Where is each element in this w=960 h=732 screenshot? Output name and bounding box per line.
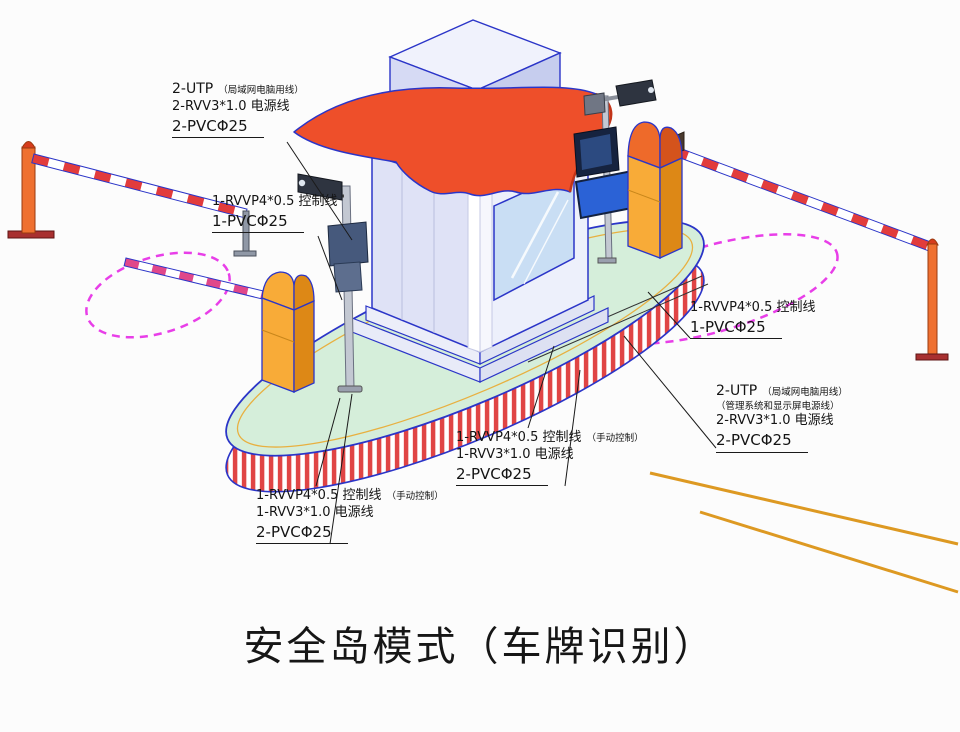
cable-utp-label: 2-UTP: [716, 383, 758, 399]
barrier-gate-right: [627, 121, 949, 361]
cable-conduit-label: 2-PVCΦ25: [456, 464, 548, 487]
pole-base: [597, 257, 617, 264]
leader-line: [315, 397, 341, 487]
vehicle-position-markings: [85, 233, 839, 345]
cable-control-label: 1-RVVP4*0.5 控制线: [690, 300, 816, 315]
barrier-post-cap: [21, 141, 36, 149]
annotation-left-bottom: 1-RVVP4*0.5 控制线 （手动控制） 1-RVV3*1.0 电源线 2-…: [256, 484, 444, 545]
leader-line: [564, 369, 581, 487]
lane-line: [649, 471, 959, 546]
leader-line: [317, 235, 343, 301]
leader-line: [286, 141, 353, 241]
cable-power-label: 2-RVV3*1.0 电源线: [172, 98, 290, 114]
cabinet-seam: [261, 329, 295, 343]
cable-control-label: 1-RVVP4*0.5 控制线: [212, 194, 338, 209]
cable-power-label: 1-RVV3*1.0 电源线: [256, 504, 374, 520]
leader-line: [647, 291, 691, 339]
step: [479, 307, 609, 383]
cabinet-seam: [627, 189, 661, 203]
cable-utp-note: （局域网电脑用线）: [218, 85, 304, 96]
pole-base: [337, 385, 363, 393]
cable-conduit-label: 2-PVCΦ25: [172, 116, 264, 139]
control-box: [327, 221, 369, 267]
corner-pillar: [467, 186, 481, 353]
annotation-left-mid: 1-RVVP4*0.5 控制线 1-PVCΦ25: [212, 194, 338, 234]
arm-end-post-base: [915, 353, 949, 361]
cable-power-label: 1-RVV3*1.0 电源线: [456, 446, 574, 462]
annotation-line: 2-UTP （局域网电脑用线）: [716, 380, 848, 401]
window-reflection: [523, 199, 569, 285]
cable-conduit-label: 1-PVCΦ25: [690, 317, 782, 340]
cabinet-side: [659, 156, 683, 260]
cabinet-cap-side: [659, 126, 683, 170]
annotation-line: 1-RVVP4*0.5 控制线 （手动控制）: [256, 484, 444, 505]
vehicle-position-right: [585, 233, 839, 345]
lpr-camera-icon: [297, 173, 343, 201]
cable-control-label: 1-RVVP4*0.5 控制线: [256, 488, 382, 503]
booth-base-steps: [351, 295, 609, 383]
vehicle-position-left: [85, 251, 231, 339]
annotation-top-left: 2-UTP （局域网电脑用线） 2-RVV3*1.0 电源线 2-PVCΦ25: [172, 78, 304, 139]
cable-power-label: 2-RVV3*1.0 电源线: [716, 413, 834, 429]
fill-light-box: [583, 92, 606, 116]
annotation-line: 1-RVVP4*0.5 控制线 （手动控制）: [456, 426, 644, 447]
cable-utp-label: 2-UTP: [172, 81, 214, 97]
leader-line: [329, 393, 353, 545]
annotation-line: 2-UTP （局域网电脑用线）: [172, 78, 304, 99]
annotation-right-lower: 2-UTP （局域网电脑用线） （管理系统和显示屏电源线） 2-RVV3*1.0…: [716, 380, 848, 453]
entry-barrier-left-lane: [7, 141, 257, 257]
page-title: 安全岛模式（车牌识别）: [243, 624, 717, 670]
cable-control-note: （手动控制）: [586, 433, 644, 444]
lane-line: [699, 510, 959, 594]
camera-lens: [648, 87, 654, 93]
barrier-arm-striped: [123, 257, 273, 302]
junction-box: [333, 261, 363, 293]
annotation-right-mid: 1-RVVP4*0.5 控制线 1-PVCΦ25: [690, 300, 816, 340]
cable-utp-note2: （管理系统和显示屏电源线）: [716, 400, 840, 412]
cabinet-side: [293, 299, 315, 394]
leader-line: [527, 345, 555, 429]
lane-edge-lines: [649, 471, 959, 594]
window-reflection: [510, 191, 560, 279]
arm-end-post: [927, 243, 938, 357]
cable-conduit-label: 1-PVCΦ25: [212, 211, 304, 234]
cable-control-note: （手动控制）: [386, 491, 444, 502]
cable-conduit-label: 2-PVCΦ25: [716, 430, 808, 453]
corner-pillar: [479, 184, 493, 353]
leader-lines: [286, 141, 717, 545]
guard-booth: [293, 19, 613, 383]
annotation-center-bottom: 1-RVVP4*0.5 控制线 （手动控制） 1-RVV3*1.0 电源线 2-…: [456, 426, 644, 487]
cable-utp-note: （局域网电脑用线）: [762, 387, 848, 398]
cabinet-cap-side: [293, 274, 315, 312]
arm-end-support-base: [233, 250, 257, 257]
cabinet-front: [261, 297, 295, 393]
cable-conduit-label: 2-PVCΦ25: [256, 522, 348, 545]
conduit-line: [527, 283, 709, 363]
leader-line: [623, 335, 717, 449]
barrier-gate-left: [123, 257, 315, 394]
booth-roof-canopy: [293, 86, 612, 197]
camera-lens: [298, 179, 306, 187]
display-screen-panel: [580, 134, 612, 170]
cable-control-label: 1-RVVP4*0.5 控制线: [456, 430, 582, 445]
cabinet-front: [627, 155, 661, 259]
camera-pole-left: [297, 173, 369, 393]
lpr-camera-icon: [615, 79, 657, 107]
